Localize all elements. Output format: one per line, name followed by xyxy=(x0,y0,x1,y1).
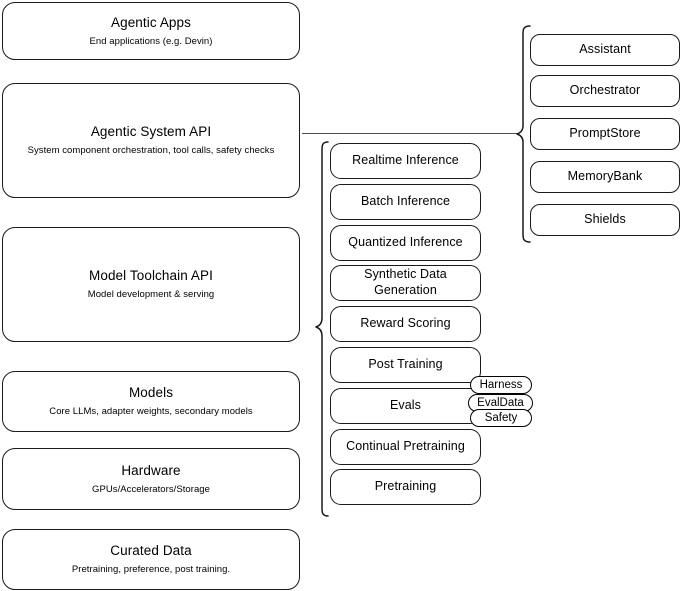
capability-box-reward-scoring[interactable]: Reward Scoring xyxy=(330,306,481,342)
capability-box-pretraining[interactable]: Pretraining xyxy=(330,469,481,505)
layer-subtitle: Core LLMs, adapter weights, secondary mo… xyxy=(49,406,253,417)
capability-title: Continual Pretraining xyxy=(346,439,465,454)
layer-title: Hardware xyxy=(121,462,181,478)
layer-box-curated-data[interactable]: Curated Data Pretraining, preference, po… xyxy=(2,529,300,590)
component-title: MemoryBank xyxy=(567,169,643,184)
capability-box-evals[interactable]: Evals xyxy=(330,388,481,424)
layer-box-agentic-system-api[interactable]: Agentic System API System component orch… xyxy=(2,83,300,198)
capability-title: Batch Inference xyxy=(360,194,451,209)
capability-title: Evals xyxy=(389,398,422,413)
layer-box-hardware[interactable]: Hardware GPUs/Accelerators/Storage xyxy=(2,448,300,510)
capability-title: Realtime Inference xyxy=(352,153,459,168)
component-title: Shields xyxy=(584,212,626,227)
eval-badge-label: EvalData xyxy=(477,397,524,409)
capability-box-synthetic-data-generation[interactable]: Synthetic Data Generation xyxy=(330,265,481,301)
capability-box-continual-pretraining[interactable]: Continual Pretraining xyxy=(330,429,481,465)
component-box-orchestrator[interactable]: Orchestrator xyxy=(530,75,680,107)
connector-line-agentic-system-to-components xyxy=(302,133,518,135)
component-box-shields[interactable]: Shields xyxy=(530,204,680,236)
layer-subtitle: System component orchestration, tool cal… xyxy=(27,145,275,156)
layer-subtitle: Model development & serving xyxy=(87,289,215,300)
capability-title: Synthetic Data Generation xyxy=(364,267,447,297)
capability-title: Pretraining xyxy=(374,479,437,494)
layer-box-models[interactable]: Models Core LLMs, adapter weights, secon… xyxy=(2,371,300,432)
capability-box-quantized-inference[interactable]: Quantized Inference xyxy=(330,225,481,261)
component-title: Assistant xyxy=(579,42,631,57)
bracket-agentic-components xyxy=(516,25,531,243)
layer-subtitle: Pretraining, preference, post training. xyxy=(71,564,231,575)
capability-title: Reward Scoring xyxy=(360,316,451,331)
capability-box-realtime-inference[interactable]: Realtime Inference xyxy=(330,143,481,179)
layer-title: Models xyxy=(128,385,174,401)
component-box-assistant[interactable]: Assistant xyxy=(530,34,680,66)
component-box-memorybank[interactable]: MemoryBank xyxy=(530,161,680,193)
bracket-toolchain-capabilities xyxy=(315,141,329,517)
layer-title: Agentic System API xyxy=(90,124,212,140)
eval-badge-safety[interactable]: Safety xyxy=(470,409,532,427)
layer-title: Curated Data xyxy=(110,543,192,559)
component-box-promptstore[interactable]: PromptStore xyxy=(530,118,680,150)
eval-badge-harness[interactable]: Harness xyxy=(470,376,532,394)
component-title: PromptStore xyxy=(569,126,641,141)
layer-box-agentic-apps[interactable]: Agentic Apps End applications (e.g. Devi… xyxy=(2,2,300,60)
layer-box-model-toolchain-api[interactable]: Model Toolchain API Model development & … xyxy=(2,227,300,342)
eval-badge-label: Harness xyxy=(479,379,523,391)
layer-subtitle: End applications (e.g. Devin) xyxy=(89,35,213,47)
capability-box-batch-inference[interactable]: Batch Inference xyxy=(330,184,481,220)
layer-title: Agentic Apps xyxy=(110,14,191,30)
capability-title: Quantized Inference xyxy=(348,235,463,250)
capability-box-post-training[interactable]: Post Training xyxy=(330,347,481,383)
capability-title: Post Training xyxy=(368,357,443,372)
layer-title: Model Toolchain API xyxy=(89,268,213,284)
component-title: Orchestrator xyxy=(569,83,641,98)
eval-badge-label: Safety xyxy=(484,412,518,424)
layer-subtitle: GPUs/Accelerators/Storage xyxy=(92,483,210,495)
